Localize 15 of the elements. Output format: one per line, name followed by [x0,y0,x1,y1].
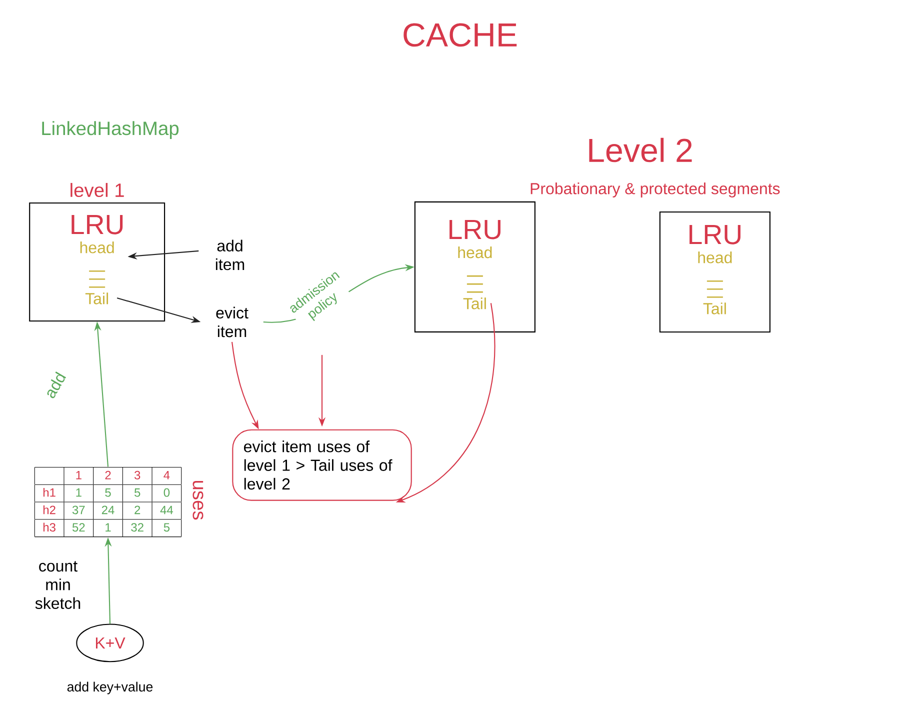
lru-box: LRU head Tail [414,201,536,332]
heading: Probationary & protected segments [530,182,780,198]
rounded-box: evict item uses of level 1 > Tail uses of level 2 [232,429,412,501]
node-label: count min sketch [35,561,80,609]
count-min-sketch-table: 1 2 3 4 h1 1 5 5 0 h2 37 24 2 44 h3 52 1 32 5 [34,466,182,538]
edge-label: add [41,368,69,402]
text-label: add item [216,240,244,270]
heading: LinkedHashMap [42,121,179,139]
lru-box: LRU head Tail [29,202,166,322]
node-label: add key+value [67,682,153,694]
side-label: uses [192,480,204,520]
heading: Level 2 [589,138,692,162]
text-label: evict item [216,306,248,338]
lru-box: LRU head Tail [659,211,770,333]
title: CACHE [404,23,517,47]
